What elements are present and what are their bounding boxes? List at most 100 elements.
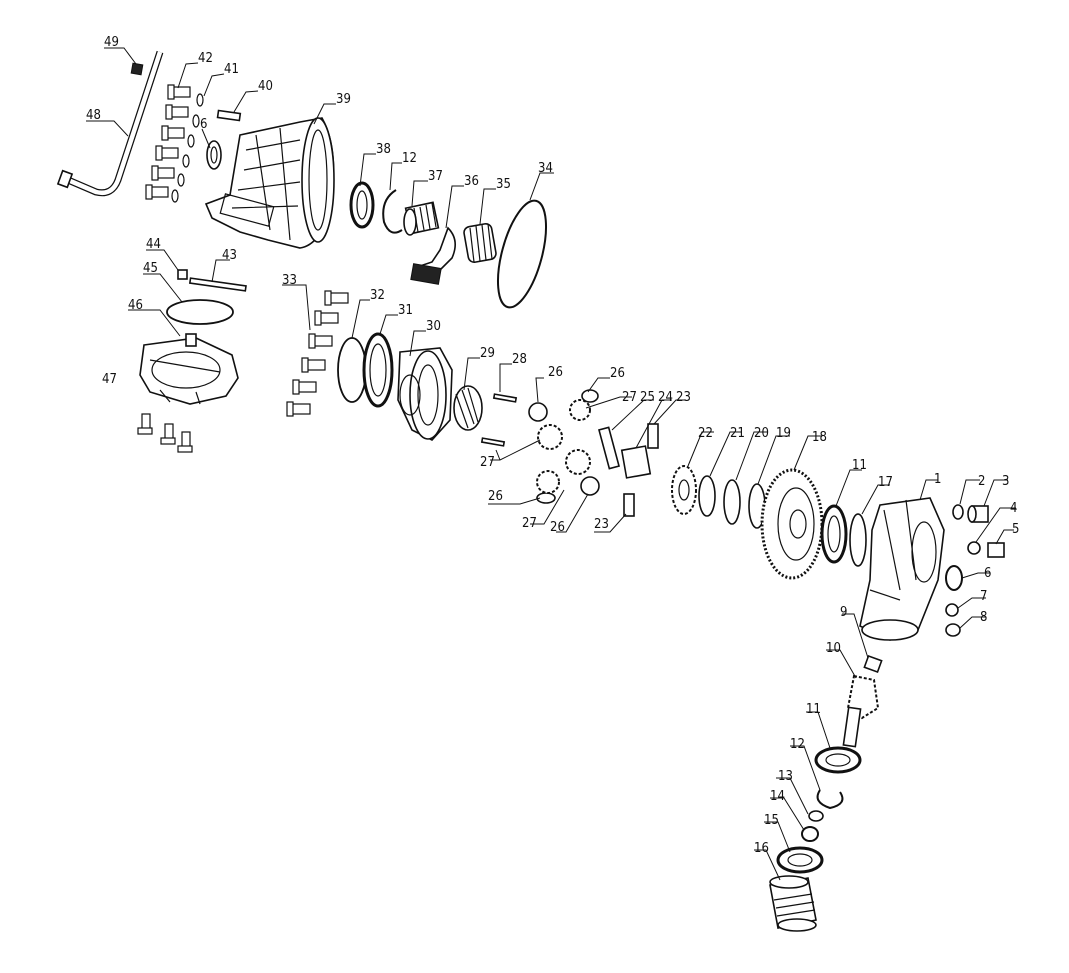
part-5-plug bbox=[987, 542, 1005, 558]
callout-26-a: 26 bbox=[548, 365, 563, 380]
callout-30: 30 bbox=[426, 319, 441, 334]
callout-12-bottom: 12 bbox=[790, 737, 805, 752]
part-6-seal-top bbox=[206, 140, 222, 170]
callout-8: 8 bbox=[980, 610, 987, 625]
part-48-pipe bbox=[56, 50, 164, 197]
part-12-snapring-bottom bbox=[816, 789, 844, 810]
part-46-actuator bbox=[139, 333, 239, 405]
callout-21: 21 bbox=[730, 426, 745, 441]
part-17-ring bbox=[849, 513, 867, 567]
callout-12-top: 12 bbox=[402, 151, 417, 166]
part-40-pin bbox=[216, 109, 242, 122]
callout-7: 7 bbox=[980, 589, 987, 604]
callout-27-a: 27 bbox=[622, 390, 637, 405]
part-28-pin bbox=[492, 393, 518, 403]
part-28-pin-b bbox=[480, 437, 506, 447]
callout-5: 5 bbox=[1012, 522, 1019, 537]
callout-47: 47 bbox=[102, 372, 117, 387]
callout-25: 25 bbox=[640, 390, 655, 405]
callout-49: 49 bbox=[104, 35, 119, 50]
callout-23-a: 23 bbox=[676, 390, 691, 405]
callout-26-b: 26 bbox=[610, 366, 625, 381]
callout-27-b: 27 bbox=[480, 455, 495, 470]
part-27-gear-a bbox=[537, 424, 563, 450]
part-7-washer bbox=[945, 603, 959, 617]
part-47-bolts bbox=[137, 413, 193, 453]
part-36-fork bbox=[410, 226, 456, 285]
part-49-cap bbox=[130, 62, 144, 76]
callout-40: 40 bbox=[258, 79, 273, 94]
part-27-gear-b bbox=[569, 399, 591, 421]
callout-13: 13 bbox=[778, 769, 793, 784]
part-10-pinion bbox=[842, 674, 880, 748]
callout-44: 44 bbox=[146, 237, 161, 252]
part-21-ring bbox=[698, 475, 716, 517]
part-30-case bbox=[397, 347, 453, 441]
callout-45: 45 bbox=[143, 261, 158, 276]
part-43-rod bbox=[188, 277, 247, 292]
part-12-snapring-top bbox=[382, 189, 403, 234]
callout-46: 46 bbox=[128, 298, 143, 313]
callout-16: 16 bbox=[754, 841, 769, 856]
callout-11-top: 11 bbox=[852, 458, 867, 473]
callout-38: 38 bbox=[376, 142, 391, 157]
part-23-pin-a bbox=[647, 423, 659, 449]
callout-24: 24 bbox=[658, 390, 673, 405]
callout-41: 41 bbox=[224, 62, 239, 77]
part-33-bolts bbox=[286, 290, 349, 417]
callout-6-right: 6 bbox=[984, 566, 991, 581]
part-39-housing bbox=[204, 117, 335, 249]
part-35-gear bbox=[463, 222, 497, 264]
callout-31: 31 bbox=[398, 303, 413, 318]
part-1-housing bbox=[859, 497, 945, 641]
callout-27-c: 27 bbox=[522, 516, 537, 531]
part-45-oring bbox=[166, 299, 234, 325]
part-16-flange bbox=[769, 875, 817, 932]
callout-19: 19 bbox=[776, 426, 791, 441]
callout-29: 29 bbox=[480, 346, 495, 361]
part-42-bolts bbox=[145, 84, 191, 200]
part-15-seal bbox=[776, 846, 824, 874]
callout-14: 14 bbox=[770, 789, 785, 804]
callout-35: 35 bbox=[496, 177, 511, 192]
part-6-seal-right bbox=[945, 565, 963, 591]
callout-2: 2 bbox=[978, 474, 985, 489]
callout-18: 18 bbox=[812, 430, 827, 445]
parts-drawing bbox=[56, 50, 1005, 932]
part-37-sleeve bbox=[403, 201, 440, 236]
part-27-gear-c bbox=[565, 449, 591, 475]
leader-lines bbox=[86, 47, 1016, 881]
part-11-bearing-top bbox=[820, 504, 848, 564]
callout-9: 9 bbox=[840, 605, 847, 620]
callout-48: 48 bbox=[86, 108, 101, 123]
callout-6-top: 6 bbox=[200, 117, 207, 132]
callout-42: 42 bbox=[198, 51, 213, 66]
callout-10: 10 bbox=[826, 641, 841, 656]
part-24-block bbox=[620, 445, 652, 479]
part-26-washer-a bbox=[528, 402, 548, 422]
callout-17: 17 bbox=[878, 475, 893, 490]
callout-11-bottom: 11 bbox=[806, 702, 821, 717]
callout-34: 34 bbox=[538, 161, 553, 176]
callout-37: 37 bbox=[428, 169, 443, 184]
part-13-washer bbox=[808, 810, 824, 822]
part-25-shaft bbox=[598, 426, 620, 470]
part-22-gear bbox=[671, 465, 697, 515]
callout-36: 36 bbox=[464, 174, 479, 189]
part-44-plug bbox=[177, 269, 188, 280]
callout-26-d: 26 bbox=[550, 520, 565, 535]
part-3-plug bbox=[967, 505, 989, 523]
callout-43: 43 bbox=[222, 248, 237, 263]
part-34-oring bbox=[497, 199, 547, 309]
part-27-gear-d bbox=[536, 470, 560, 494]
callout-28: 28 bbox=[512, 352, 527, 367]
callout-32: 32 bbox=[370, 288, 385, 303]
callout-20: 20 bbox=[754, 426, 769, 441]
part-9-bushing bbox=[863, 654, 883, 674]
part-8-plug bbox=[945, 623, 961, 637]
callout-33: 33 bbox=[282, 273, 297, 288]
callout-23-b: 23 bbox=[594, 517, 609, 532]
part-41-washers bbox=[171, 93, 204, 203]
part-26-washer-d bbox=[536, 492, 556, 504]
